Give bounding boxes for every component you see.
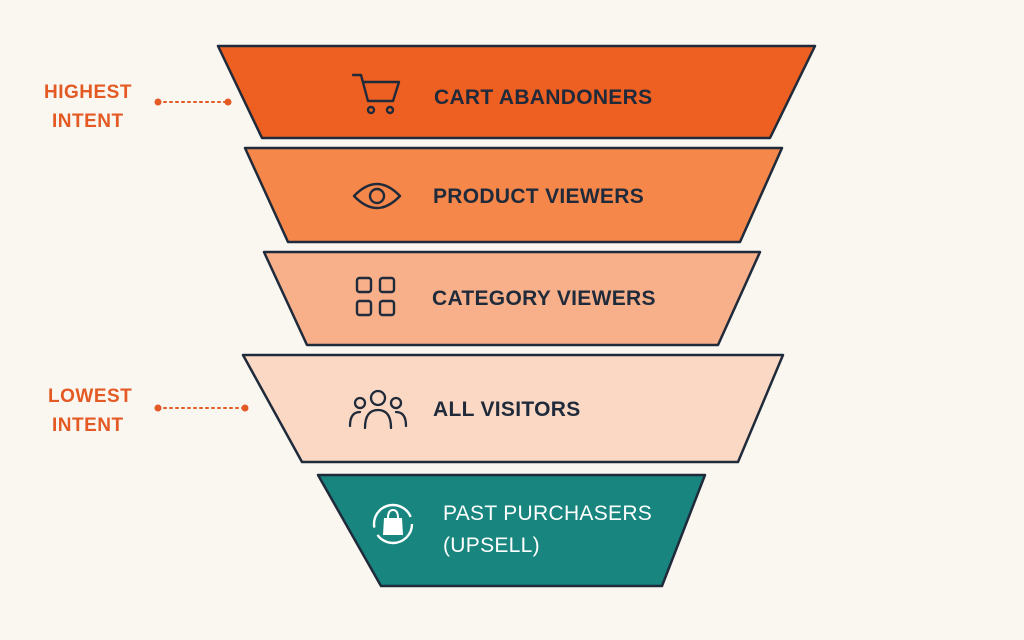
highest-intent-dot-start	[154, 98, 162, 106]
shopping-cart-icon	[351, 73, 401, 115]
tier-category-viewers-label: CATEGORY VIEWERS	[432, 287, 656, 310]
tier-product-viewers-band	[243, 146, 784, 244]
highest-intent-dot-end	[224, 98, 232, 106]
tier-cart-abandoners-band	[216, 44, 817, 140]
tier-product-viewers-label: PRODUCT VIEWERS	[433, 185, 644, 208]
tier-past-purchasers-label-line1: PAST PURCHASERS	[443, 502, 652, 525]
tier-all-visitors-band	[241, 353, 785, 464]
lowest-intent-dot-end	[241, 404, 249, 412]
highest-intent-marker: HIGHEST INTENT	[44, 82, 232, 132]
lowest-intent-marker: LOWEST INTENT	[48, 386, 249, 436]
highest-intent-label-line2: INTENT	[52, 111, 124, 132]
tier-category-viewers-band	[262, 250, 762, 347]
users-icon	[348, 389, 408, 430]
highest-intent-label-line1: HIGHEST	[44, 82, 132, 103]
tier-past-purchasers-label-line2: (UPSELL)	[443, 534, 540, 557]
lowest-intent-label-line2: INTENT	[52, 415, 124, 436]
grid-icon	[355, 276, 396, 317]
tier-past-purchasers-band	[316, 473, 707, 588]
tier-all-visitors-label: ALL VISITORS	[433, 398, 581, 421]
eye-icon	[352, 182, 402, 210]
tier-all-visitors: ALL VISITORS	[241, 353, 785, 464]
lowest-intent-label-line1: LOWEST	[48, 386, 132, 407]
tier-past-purchasers: PAST PURCHASERS (UPSELL)	[316, 473, 707, 588]
tier-cart-abandoners: CART ABANDONERS	[216, 44, 817, 140]
shopping-bag-refresh-icon	[372, 503, 414, 545]
tier-cart-abandoners-label: CART ABANDONERS	[434, 86, 652, 109]
lowest-intent-dot-start	[154, 404, 162, 412]
tier-product-viewers: PRODUCT VIEWERS	[243, 146, 784, 244]
tier-category-viewers: CATEGORY VIEWERS	[262, 250, 762, 347]
